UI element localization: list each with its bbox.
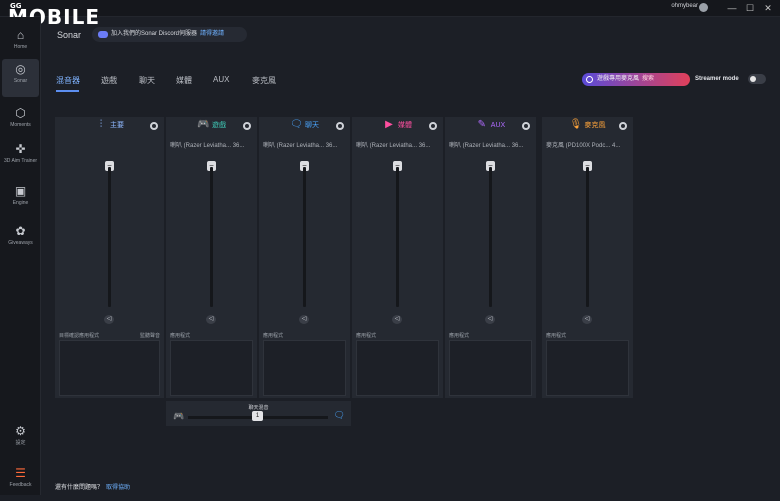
chatmix-label: 聊天混音 (248, 405, 269, 411)
avatar[interactable] (699, 3, 708, 12)
app-list (59, 340, 160, 396)
sidebar-item-home[interactable]: ⌂Home (13, 28, 28, 50)
speaker-icon[interactable]: ◁ (299, 315, 309, 324)
device-selector[interactable]: 喇叭 (Razer Leviatha... 36... (170, 143, 245, 149)
sidebar-item-moments[interactable]: ⬡Moments (10, 106, 31, 128)
monitor-label[interactable]: 監聽聲音 (139, 333, 160, 339)
minimize-button[interactable]: — (727, 3, 737, 13)
tab-mic[interactable]: 麥克風 (252, 76, 276, 85)
speaker-icon[interactable]: ◁ (206, 315, 216, 324)
sidebar-item-giveaways[interactable]: ✿Giveaways (8, 224, 33, 246)
panel-media: ▶媒體 喇叭 (Razer Leviatha... 36... − ◁ 應用程式 (352, 117, 443, 398)
microphone-icon: 🎙 (569, 119, 583, 131)
gear-icon: ⚙ (15, 424, 26, 438)
gamepad-icon: 🎮 (173, 411, 185, 421)
sliders-icon: ⫶ (99, 119, 103, 131)
volume-track[interactable] (489, 167, 492, 307)
sidebar-item-aim-trainer[interactable]: ✜3D Aim Trainer (3, 142, 38, 164)
device-selector[interactable]: 喇叭 (Razer Leviatha... 36... (263, 143, 338, 149)
gear-icon[interactable] (429, 122, 437, 130)
tab-chat[interactable]: 聊天 (139, 76, 155, 85)
speaker-icon[interactable]: ◁ (582, 315, 592, 324)
chat-icon: 🗨 (333, 410, 345, 420)
pen-icon: ✎ (477, 119, 486, 131)
device-selector[interactable]: 喇叭 (Razer Leviatha... 36... (449, 143, 524, 149)
app-list (170, 340, 253, 396)
gear-icon[interactable] (522, 122, 530, 130)
volume-knob[interactable]: − (207, 161, 216, 171)
gamepad-icon: 🎮 (197, 119, 210, 131)
panel-aux: ✎AUX 喇叭 (Razer Leviatha... 36... − ◁ 應用程… (445, 117, 536, 398)
discord-join-link[interactable]: 請得邀請 (200, 31, 225, 37)
volume-track[interactable] (586, 167, 589, 307)
feedback-icon: ☰ (15, 466, 26, 480)
play-icon: ▶ (385, 119, 393, 131)
speaker-icon[interactable]: ◁ (104, 315, 114, 324)
chip-icon: ▣ (14, 184, 27, 198)
sidebar-item-settings[interactable]: ⚙設定 (15, 424, 26, 446)
streamer-mode-label: Streamer mode (695, 76, 739, 82)
app-list (546, 340, 629, 396)
moments-icon: ⬡ (15, 106, 26, 120)
maximize-button[interactable]: ☐ (745, 3, 755, 13)
volume-track[interactable] (303, 167, 306, 307)
sidebar: ⌂Home ◎Sonar ⬡Moments ✜3D Aim Trainer ▣E… (0, 17, 41, 495)
sidebar-item-sonar[interactable]: ◎Sonar (2, 59, 39, 97)
panel-chat: 🗨聊天 喇叭 (Razer Leviatha... 36... − ◁ 應用程式 (259, 117, 350, 398)
discord-banner[interactable]: 加入我們的Sonar Discord伺服器請得邀請 (92, 27, 247, 42)
volume-track[interactable] (210, 167, 213, 307)
crosshair-icon: ✜ (15, 142, 26, 156)
panel-master: ⫶主要 − ◁ 目標確認應用程式 監聽聲音 (55, 117, 164, 398)
app-list (263, 340, 346, 396)
username[interactable]: ohmybear (671, 3, 698, 9)
chatmix-slider: 聊天混音 🎮 1 🗨 (166, 401, 351, 426)
app-label: 目標確認應用程式 (59, 333, 100, 339)
tab-media[interactable]: 媒體 (176, 76, 192, 85)
active-tab-indicator (56, 90, 79, 92)
gear-icon[interactable] (150, 122, 158, 130)
app-list (356, 340, 439, 396)
mic-search-pill[interactable]: 遊戲專用麥克風搜索 (582, 73, 690, 86)
gear-icon[interactable] (619, 122, 627, 130)
volume-knob[interactable]: − (486, 161, 495, 171)
panel-header: ⫶主要 (55, 117, 164, 135)
device-selector[interactable]: 麥克風 (PD100X Podc... 4... (546, 143, 621, 149)
volume-track[interactable] (108, 167, 111, 307)
main-content: Sonar 加入我們的Sonar Discord伺服器請得邀請 混音器 遊戲 聊… (41, 17, 780, 495)
device-selector[interactable]: 喇叭 (Razer Leviatha... 36... (356, 143, 431, 149)
volume-track[interactable] (396, 167, 399, 307)
streamer-mode-toggle[interactable] (748, 74, 766, 84)
help-footer: 還有什麼問題嗎？取得協助 (55, 485, 131, 491)
sidebar-item-feedback[interactable]: ☰Feedback (9, 466, 32, 488)
sidebar-item-engine[interactable]: ▣Engine (12, 184, 29, 206)
home-icon: ⌂ (16, 28, 25, 42)
tab-game[interactable]: 遊戲 (101, 76, 117, 85)
volume-knob[interactable]: − (583, 161, 592, 171)
volume-knob[interactable]: − (393, 161, 402, 171)
speaker-icon[interactable]: ◁ (392, 315, 402, 324)
tab-mixer[interactable]: 混音器 (56, 76, 80, 85)
mic-icon (586, 76, 593, 83)
gift-icon: ✿ (15, 224, 26, 238)
app-list (449, 340, 532, 396)
chatmix-knob[interactable]: 1 (252, 411, 263, 421)
get-help-link[interactable]: 取得協助 (106, 485, 131, 491)
title-bar: ohmybear — ☐ ✕ (0, 0, 780, 17)
gear-icon[interactable] (243, 122, 251, 130)
panel-game: 🎮遊戲 喇叭 (Razer Leviatha... 36... − ◁ 應用程式 (166, 117, 257, 398)
volume-knob[interactable]: − (105, 161, 114, 171)
page-title: Sonar (57, 30, 82, 40)
volume-knob[interactable]: − (300, 161, 309, 171)
speaker-icon[interactable]: ◁ (485, 315, 495, 324)
tab-aux[interactable]: AUX (213, 75, 230, 84)
chat-icon: 🗨 (290, 119, 303, 131)
sonar-icon: ◎ (15, 62, 26, 76)
panel-mic: 🎙麥克風 麥克風 (PD100X Podc... 4... − ◁ 應用程式 (542, 117, 633, 398)
close-button[interactable]: ✕ (764, 3, 772, 13)
discord-icon (98, 31, 108, 38)
gear-icon[interactable] (336, 122, 344, 130)
